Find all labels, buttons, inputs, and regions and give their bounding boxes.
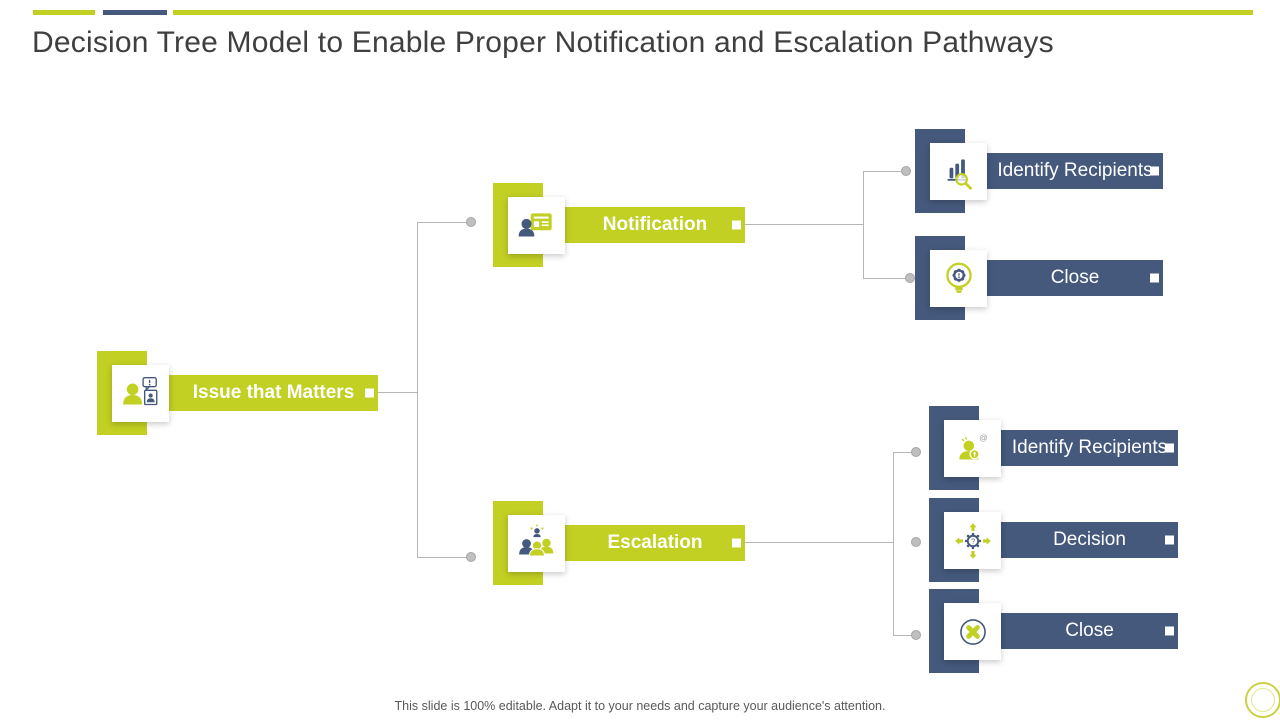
connector-notification-out [745,224,863,225]
node-label: Notification [602,214,708,235]
svg-text:?: ? [971,536,975,545]
root-icon-card [112,365,169,422]
connector-dot-identify-recipients-1 [901,166,911,176]
bar-end-square [732,220,741,230]
node-label: Close [1065,620,1114,641]
node-identify-recipients-2[interactable]: Identify Recipients [982,430,1178,466]
bulb-gear-icon [945,262,972,293]
bar-end-square [1150,273,1159,283]
connector-to-close-2 [893,635,913,636]
top-accent-green-right [173,10,1253,15]
connector-to-identify-recipients-2 [893,452,913,453]
node-identify-recipients-1[interactable]: Identify Recipients [968,153,1163,189]
connector-dot-close-1 [905,273,915,283]
node-close-2[interactable]: Close [982,613,1178,649]
node-label: Identify Recipients [1011,437,1168,458]
escalation-icon-card [508,515,565,572]
bar-end-square [1165,535,1174,545]
connector-root-out [378,392,417,393]
bar-end-square [365,388,374,398]
node-label: Decision [1053,529,1126,550]
identify-recipients-2-icon-card: @ [944,420,1001,477]
connector-to-notification [417,222,468,223]
page-title: Decision Tree Model to Enable Proper Not… [32,26,1054,59]
top-accent-blue [103,10,167,15]
node-notification[interactable]: Notification [546,207,745,243]
node-escalation[interactable]: Escalation [546,525,745,561]
connector-dot-escalation [466,552,476,562]
connector-to-escalation [417,557,468,558]
connector-to-close-1 [863,278,907,279]
bar-end-square [1150,166,1159,176]
person-newsletter-icon [518,212,552,236]
decision-icon-card: ? [944,512,1001,569]
node-decision[interactable]: Decision [982,522,1178,558]
circle-cross-icon [959,618,986,645]
connector-escalation-out [745,542,893,543]
bar-chart-magnifier-icon [946,158,972,190]
node-issue-that-matters[interactable]: Issue that Matters [150,375,378,411]
notification-icon-card [508,197,565,254]
node-label: Escalation [607,532,703,553]
connector-escalation-vertical [893,452,894,636]
bar-end-square [732,538,741,548]
connector-dot-decision [911,537,921,547]
connector-root-vertical [417,222,418,558]
bar-end-square [1165,443,1174,453]
gear-four-arrows-icon: ? [954,522,991,559]
node-label: Identify Recipients [997,160,1153,181]
decorative-ring [1245,682,1280,718]
node-close-1[interactable]: Close [968,260,1163,296]
close-2-icon-card [944,603,1001,660]
person-speech-idcard-icon [122,376,157,405]
bar-end-square [1165,626,1174,636]
connector-dot-close-2 [911,630,921,640]
people-group-icon [518,523,553,557]
person-at-sign-icon: @ [958,432,988,459]
node-label: Issue that Matters [192,382,355,403]
connector-notification-vertical [863,171,864,279]
node-label: Close [1050,267,1100,288]
connector-to-identify-recipients-1 [863,171,903,172]
connector-dot-identify-recipients-2 [911,447,921,457]
svg-text:@: @ [979,432,988,442]
close-1-icon-card [930,250,987,307]
identify-recipients-1-icon-card [930,143,987,200]
footer-note: This slide is 100% editable. Adapt it to… [394,699,886,713]
top-accent-green-left [33,10,95,15]
connector-dot-notification [466,217,476,227]
